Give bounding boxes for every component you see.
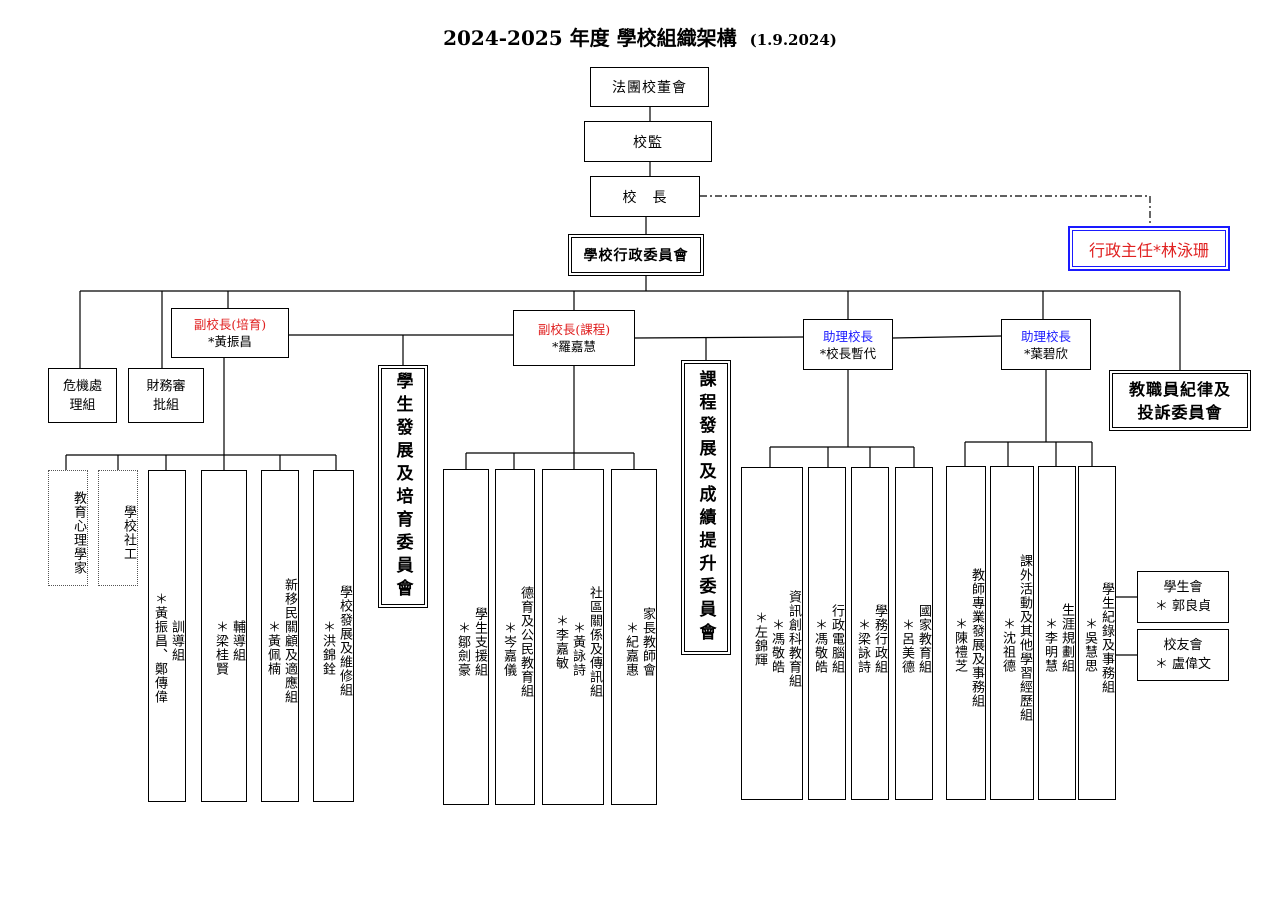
group-title: 教育心理學家: [71, 491, 86, 575]
exec-director-box: 行政主任*林泳珊: [1068, 226, 1230, 271]
nurture-committee-label: 學生發展及培育委員會: [392, 371, 413, 602]
crisis-group-box: 危機處 理組: [48, 368, 117, 423]
vp-nurture-box: 副校長(培育) *黃振昌: [171, 308, 289, 358]
group-title: 行政電腦組: [829, 603, 844, 674]
group-counselling: 輔導組＊梁桂賢: [201, 470, 247, 802]
group-title: 學校社工: [121, 505, 136, 561]
supervisor-box: 校監: [584, 121, 712, 162]
ap1-box: 助理校長 *校長暫代: [803, 319, 893, 370]
group-member: ＊黃詠詩: [570, 621, 585, 677]
group-member: ＊李明慧: [1042, 617, 1057, 673]
group-title: 訓導組: [169, 620, 184, 662]
principal-label: 校 長: [622, 189, 668, 206]
discipline-committee-box: 教職員紀律及 投訴委員會: [1109, 370, 1251, 431]
group-title: 課外活動及其他學習經歷組: [1017, 554, 1032, 722]
group-member: ＊梁詠詩: [855, 617, 870, 674]
vp-nurture-name: *黃振昌: [208, 334, 252, 349]
admin-committee-label: 學校行政委員會: [583, 248, 689, 264]
group-title: 輔導組: [230, 620, 245, 662]
group-member-2: ＊李嘉敏: [553, 614, 568, 670]
ap2-box: 助理校長 *葉碧欣: [1001, 319, 1091, 370]
finance-group-label: 財務審 批組: [146, 378, 186, 413]
group-title: 學生支援組: [472, 607, 487, 677]
ap2-name: *葉碧欣: [1024, 345, 1068, 361]
curriculum-committee-label: 課程發展及成績提升委員會: [695, 369, 716, 646]
group-member: ＊吳慧思: [1082, 617, 1097, 673]
group-student-records: 學生紀錄及事務組＊吳慧思: [1078, 466, 1116, 800]
vp-nurture-role: 副校長(培育): [193, 317, 267, 332]
board-label: 法團校董會: [612, 80, 687, 96]
group-member: ＊鄒劍豪: [455, 621, 470, 677]
group-title: 家長教師會: [640, 607, 655, 677]
group-member: ＊梁桂賢: [213, 620, 228, 676]
group-title: 德育及公民教育組: [518, 586, 533, 698]
group-member: ＊黃佩楠: [265, 620, 280, 676]
chart-title: 2024-2025 年度 學校組織架構 (1.9.2024): [0, 22, 1280, 51]
student-union-name: ＊ 郭良貞: [1154, 599, 1212, 614]
curriculum-committee-box: 課程發展及成績提升委員會: [681, 360, 731, 655]
group-member: ＊洪錦銓: [320, 620, 335, 676]
group-social-worker: 學校社工: [98, 470, 138, 586]
group-ict-innovation: 資訊創科教育組＊馮敬皓＊左錦輝: [741, 467, 803, 800]
crisis-group-label: 危機處 理組: [62, 378, 102, 413]
group-title: 學校發展及維修組: [337, 585, 352, 697]
alumni-box: 校友會 ＊ 盧偉文: [1137, 629, 1229, 681]
group-member: ＊陳禮芝: [952, 617, 967, 673]
ap1-role: 助理校長: [822, 328, 873, 344]
group-pta: 家長教師會＊紀嘉惠: [611, 469, 657, 805]
group-school-development: 學校發展及維修組＊洪錦銓: [313, 470, 354, 802]
group-title: 學務行政組: [872, 603, 887, 674]
finance-group-box: 財務審 批組: [128, 368, 204, 423]
group-title: 教師專業發展及事務組: [969, 568, 984, 708]
group-student-support: 學生支援組＊鄒劍豪: [443, 469, 489, 805]
group-title: 學生紀錄及事務組: [1099, 582, 1114, 694]
student-union-box: 學生會 ＊ 郭良貞: [1137, 571, 1229, 623]
vp-curriculum-name: *羅嘉慧: [552, 339, 596, 354]
group-member: ＊馮敬皓: [812, 617, 827, 674]
vp-curriculum-box: 副校長(課程) *羅嘉慧: [513, 310, 635, 366]
vp-curriculum-role: 副校長(課程): [537, 322, 611, 337]
supervisor-label: 校監: [633, 134, 663, 151]
group-title: 生涯規劃組: [1059, 603, 1074, 673]
group-member: ＊紀嘉惠: [623, 621, 638, 677]
group-teacher-development: 教師專業發展及事務組＊陳禮芝: [946, 466, 986, 800]
group-discipline: 訓導組＊黃振昌、鄭傳偉: [148, 470, 186, 802]
group-member: ＊黃振昌、鄭傳偉: [152, 592, 167, 704]
chart-date: (1.9.2024): [749, 31, 837, 49]
student-union-title: 學生會: [1163, 580, 1203, 595]
discipline-committee-label: 教職員紀律及 投訴委員會: [1128, 379, 1231, 422]
group-title: 資訊創科教育組: [786, 589, 801, 688]
group-admin-computer: 行政電腦組＊馮敬皓: [808, 467, 846, 800]
exec-director-label: 行政主任*林泳珊: [1088, 240, 1209, 260]
group-title: 社區關係及傳訊組: [587, 586, 602, 698]
chart-title-text: 2024-2025 年度 學校組織架構: [443, 26, 737, 50]
admin-committee-box: 學校行政委員會: [568, 234, 704, 276]
board-box: 法團校董會: [590, 67, 709, 107]
principal-box: 校 長: [590, 176, 700, 217]
group-title: 國家教育組: [916, 603, 931, 674]
alumni-title: 校友會: [1163, 638, 1203, 653]
group-member: ＊馮敬皓: [769, 617, 784, 674]
ap1-name: *校長暫代: [819, 345, 877, 361]
ap2-role: 助理校長: [1020, 328, 1071, 344]
alumni-name: ＊ 盧偉文: [1154, 657, 1212, 672]
group-community-relations: 社區關係及傳訊組＊黃詠詩＊李嘉敏: [542, 469, 604, 805]
group-member: ＊岑嘉儀: [501, 621, 516, 677]
group-psychologist: 教育心理學家: [48, 470, 88, 586]
group-extracurricular: 課外活動及其他學習經歷組＊沈祖德: [990, 466, 1034, 800]
nurture-committee-box: 學生發展及培育委員會: [378, 365, 428, 608]
group-national-education: 國家教育組＊呂美德: [895, 467, 933, 800]
group-moral-civic: 德育及公民教育組＊岑嘉儀: [495, 469, 535, 805]
group-new-arrivals: 新移民關顧及適應組＊黃佩楠: [261, 470, 299, 802]
group-career-planning: 生涯規劃組＊李明慧: [1038, 466, 1076, 800]
group-member: ＊呂美德: [899, 617, 914, 674]
group-member: ＊沈祖德: [1000, 617, 1015, 673]
group-title: 新移民關顧及適應組: [282, 578, 297, 704]
group-academic-admin: 學務行政組＊梁詠詩: [851, 467, 889, 800]
group-member-2: ＊左錦輝: [752, 610, 767, 667]
